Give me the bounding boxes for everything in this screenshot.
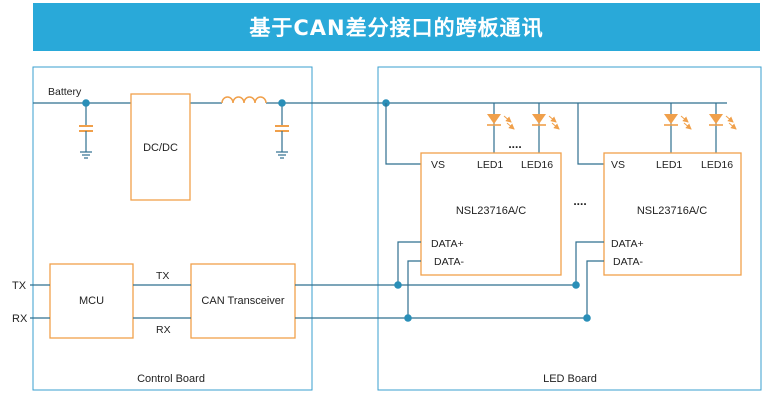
led-ellipsis: .... [508,137,521,151]
external-io-wires [30,284,50,319]
led-icon [532,114,546,124]
junction-dot [278,99,286,107]
driver-ellipsis: .... [573,194,586,208]
led-icon [487,114,501,124]
transceiver-block [190,263,296,339]
driver-1-data-minus-pin: DATA- [434,256,464,268]
inductor-icon [221,96,267,104]
vs-feed-wire [577,103,604,165]
led-icon [664,114,678,124]
driver-2-data-plus-pin: DATA+ [611,238,644,250]
driver-2-data-minus-pin: DATA- [613,256,643,268]
mcu-tx-label: TX [156,270,169,282]
driver-2-vs-pin: VS [611,159,625,171]
junction-dot [394,281,402,289]
driver-1-name: NSL23716A/C [456,205,526,217]
control-board-label: Control Board [137,373,205,385]
driver-ic-2 [603,152,742,276]
driver-1-led1-pin: LED1 [477,159,503,171]
transceiver-label: CAN Transceiver [201,295,284,307]
mcu-label: MCU [79,295,104,307]
dcdc-label: DC/DC [143,142,178,154]
led-icon [709,114,723,124]
driver-2-name: NSL23716A/C [637,205,707,217]
junction-dot [404,314,412,322]
driver-1-led16-pin: LED16 [521,159,553,171]
capacitor-icon [275,103,289,159]
led-board-label: LED Board [543,373,597,385]
driver-2-led16-pin: LED16 [701,159,733,171]
vs-feed-wire [385,103,421,165]
mcu-block [49,263,134,339]
led-board-frame [377,66,762,391]
mcu-link-wires [133,284,191,319]
external-tx-label: TX [12,280,27,292]
control-board-frame [32,66,313,391]
title-banner: 基于CAN差分接口的跨板通讯 [33,3,760,51]
driver-1-vs-pin: VS [431,159,445,171]
dcdc-block [130,93,191,201]
junction-dot [572,281,580,289]
driver-ic-1 [420,152,562,276]
can-bus-wires [295,241,604,319]
junction-dot [583,314,591,322]
mcu-rx-label: RX [156,324,171,336]
junction-dot [82,99,90,107]
driver-1-data-plus-pin: DATA+ [431,238,464,250]
capacitor-icon [79,103,93,159]
battery-label: Battery [48,86,82,98]
led-group [664,103,737,153]
external-rx-label: RX [12,313,28,325]
led-group [487,103,560,153]
driver-2-led1-pin: LED1 [656,159,682,171]
